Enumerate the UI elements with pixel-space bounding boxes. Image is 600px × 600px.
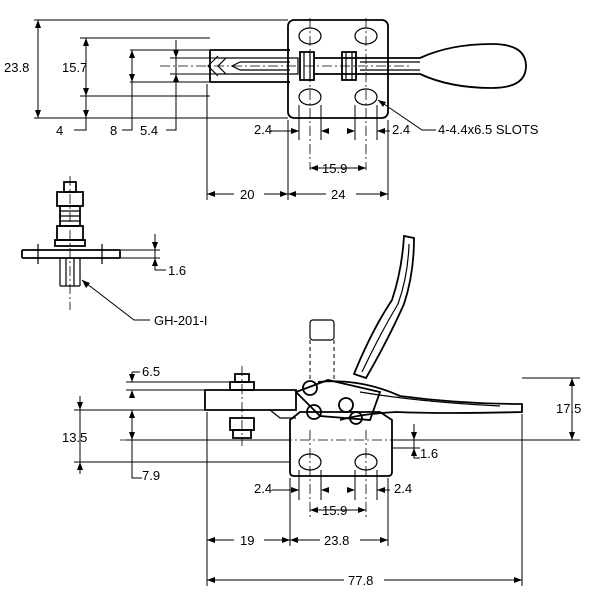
side-view: 6.5 13.5 7.9 17.5 1.6 (62, 234, 581, 588)
dim-19-23-8: 19 23.8 (206, 412, 389, 586)
spindle-lower-stud (59, 258, 81, 287)
dim-77-8: 77.8 (207, 414, 523, 588)
dim-77-8-label: 77.8 (348, 573, 373, 588)
side-pivot-1 (302, 380, 318, 396)
dim-15-9-side-label: 15.9 (322, 503, 347, 518)
side-handle-closed (317, 380, 523, 421)
part-callout-label: GH-201-I (154, 313, 207, 328)
dim-15-9-top: 15.9 (310, 161, 366, 176)
dim-1-6-spindle-label: 1.6 (168, 263, 186, 278)
spindle-arm-bar (21, 249, 121, 259)
dim-2-4-side-left: 2.4 (254, 470, 329, 500)
dim-13-5-label: 13.5 (62, 430, 87, 445)
dim-5-4: 5.4 (140, 40, 218, 138)
dim-2-4-side-right-label: 2.4 (394, 481, 412, 496)
top-arm-inner (218, 57, 299, 75)
dim-15-7: 15.7 (62, 37, 210, 97)
dim-17-5-label: 17.5 (556, 401, 581, 416)
dim-15-9-top-label: 15.9 (322, 161, 347, 176)
dim-2-4-side-left-label: 2.4 (254, 481, 272, 496)
dim-8: 8 (110, 49, 210, 138)
dim-1-6-side-label: 1.6 (420, 446, 438, 461)
dim-2-4-side-right: 2.4 (347, 470, 412, 500)
dim-15-9-side: 15.9 (310, 503, 366, 518)
spindle-washer (54, 239, 86, 247)
dim-4: 4 (56, 96, 89, 138)
side-arm (204, 389, 297, 411)
dim-6-5-label: 6.5 (142, 364, 160, 379)
dim-24-label: 24 (331, 187, 345, 202)
dim-7-9-label: 7.9 (142, 468, 160, 483)
spindle-thread-lines (60, 210, 80, 222)
dim-15-7-label: 15.7 (62, 60, 87, 75)
dim-6-5: 6.5 (126, 364, 230, 398)
dim-5-4-label: 5.4 (140, 123, 158, 138)
slots-callout: 4-4.4x6.5 SLOTS (377, 99, 539, 137)
dim-1-6-side: 1.6 (392, 424, 438, 461)
dim-19-label: 19 (240, 533, 254, 548)
top-base-plate (287, 19, 389, 119)
spindle-view: 1.6 GH-201-I (21, 176, 207, 328)
dim-17-5: 17.5 (392, 377, 581, 441)
side-plunger-hidden-lines (309, 340, 335, 382)
dim-8-label: 8 (110, 123, 117, 138)
top-handle (314, 43, 527, 89)
top-handle-inner (360, 61, 420, 71)
dim-23-8-label: 23.8 (4, 60, 29, 75)
dim-2-4-top-right: 2.4 (347, 105, 410, 140)
side-handle-open-inner (361, 243, 410, 373)
dim-1-6-spindle: 1.6 (120, 234, 186, 278)
side-handle-open (352, 234, 415, 380)
part-callout: GH-201-I (81, 279, 207, 328)
side-pivot-3 (338, 397, 354, 413)
dim-2-4-top-right-label: 2.4 (392, 122, 410, 137)
dim-13-5: 13.5 (62, 396, 290, 474)
side-plunger-hidden (309, 319, 335, 341)
top-view: 23.8 15.7 4 8 5.4 (4, 18, 539, 202)
dim-4-label: 4 (56, 123, 63, 138)
dim-20-24: 20 24 (206, 84, 389, 202)
spindle-arm-ticks (37, 244, 103, 264)
dim-23-8-side-label: 23.8 (324, 533, 349, 548)
side-base (289, 411, 393, 477)
dim-23-8-top: 23.8 (4, 19, 288, 119)
dim-2-4-top-left-label: 2.4 (254, 122, 272, 137)
dim-2-4-top-left: 2.4 (254, 105, 329, 140)
dim-7-9: 7.9 (126, 410, 290, 483)
dim-20-label: 20 (240, 187, 254, 202)
side-handle-closed-inner (359, 391, 501, 407)
side-arm-step (269, 409, 296, 419)
slots-callout-label: 4-4.4x6.5 SLOTS (438, 122, 539, 137)
